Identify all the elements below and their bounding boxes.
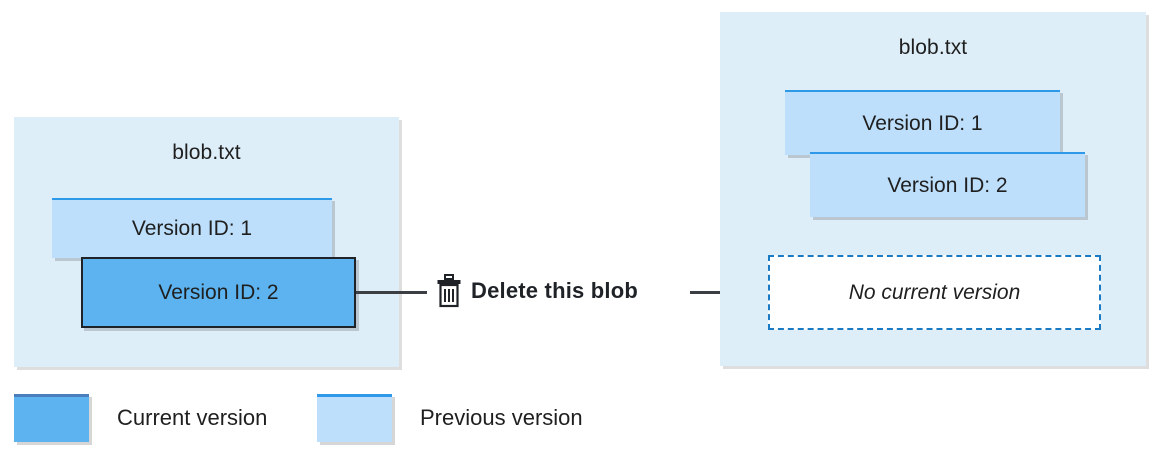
version-card-previous-1-after: Version ID: 1: [785, 90, 1060, 155]
legend-item-previous-version: Previous version: [317, 390, 583, 446]
delete-action-label: Delete this blob: [471, 278, 638, 303]
trash-icon: [437, 274, 461, 308]
version-card-label: Version ID: 2: [887, 173, 1008, 197]
legend-label-previous: Previous version: [420, 405, 583, 430]
version-card-label: Version ID: 2: [158, 280, 279, 304]
legend-label-current: Current version: [117, 405, 268, 430]
legend-item-current-version: Current version: [14, 390, 267, 446]
version-card-label: Version ID: 1: [131, 217, 253, 240]
version-card-current-2-before: Version ID: 2: [81, 257, 356, 328]
blob-name-label-before: blob.txt: [172, 141, 241, 164]
version-card-label: Version ID: 1: [862, 111, 983, 135]
connector-line-left: [356, 291, 427, 294]
legend-swatch-previous: [317, 394, 392, 442]
version-card-previous-1-before: Version ID: 1: [52, 198, 332, 258]
no-current-version-placeholder: No current version: [768, 255, 1101, 330]
no-current-version-label: No current version: [848, 280, 1021, 304]
blob-name-label-after: blob.txt: [898, 36, 968, 59]
legend-swatch-current: [14, 394, 89, 442]
version-card-previous-2-after: Version ID: 2: [810, 152, 1085, 217]
